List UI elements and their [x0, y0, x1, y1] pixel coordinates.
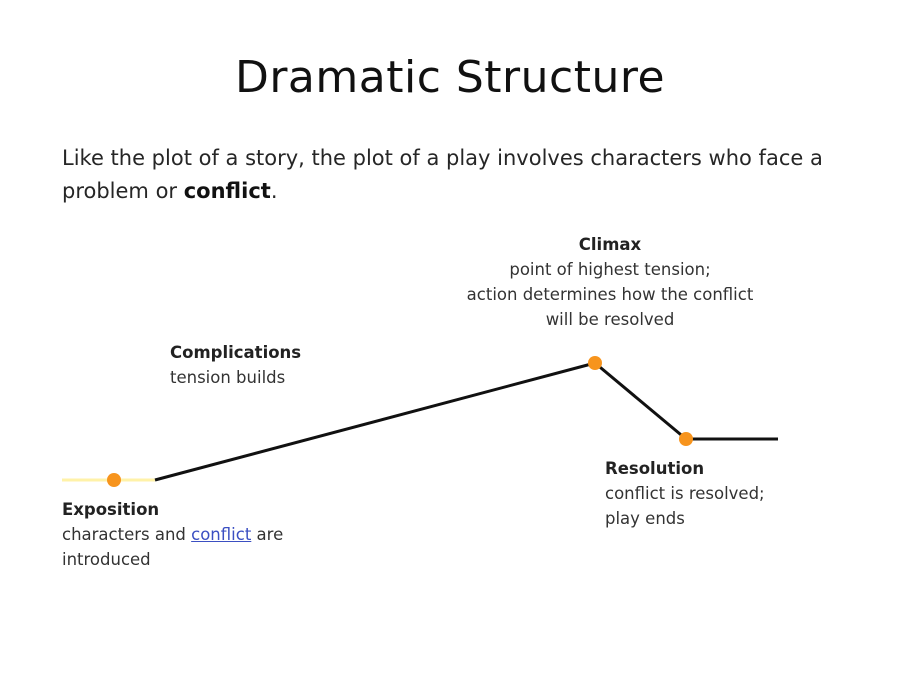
climax-heading: Climax [578, 235, 642, 254]
rising-action-line [154, 361, 596, 482]
falling-action-line [594, 361, 687, 441]
conflict-link[interactable]: conflict [191, 525, 252, 544]
climax-label: Climax point of highest tension; action … [410, 232, 810, 332]
exposition-label: Exposition characters and conflict are i… [62, 497, 283, 572]
complications-label: Complications tension builds [170, 340, 301, 390]
climax-desc-line: action determines how the conflict [466, 285, 754, 304]
exposition-desc-line: introduced [62, 550, 151, 569]
exposition-heading: Exposition [62, 500, 160, 519]
exposition-text: characters and [62, 525, 192, 544]
exposition-text: are [251, 525, 284, 544]
complications-desc: tension builds [170, 368, 286, 387]
climax-point [588, 356, 602, 370]
intro-text-main: Like the plot of a story, the plot of a … [62, 146, 823, 203]
intro-text: Like the plot of a story, the plot of a … [62, 142, 842, 208]
slide-title: Dramatic Structure [234, 52, 666, 103]
resolution-point [679, 432, 693, 446]
intro-emphasis-conflict: conflict [183, 179, 271, 203]
intro-text-end: . [270, 179, 278, 203]
exposition-desc-line: characters and conflict are [62, 522, 283, 547]
resolution-desc-line: conflict is resolved; [605, 484, 765, 503]
complications-heading: Complications [170, 343, 302, 362]
climax-desc-line: point of highest tension; [509, 260, 711, 279]
resolution-desc-line: play ends [605, 509, 685, 528]
exposition-point [107, 473, 121, 487]
resolution-heading: Resolution [605, 459, 705, 478]
climax-desc-line: will be resolved [545, 310, 675, 329]
resolution-label: Resolution conflict is resolved; play en… [605, 456, 765, 531]
